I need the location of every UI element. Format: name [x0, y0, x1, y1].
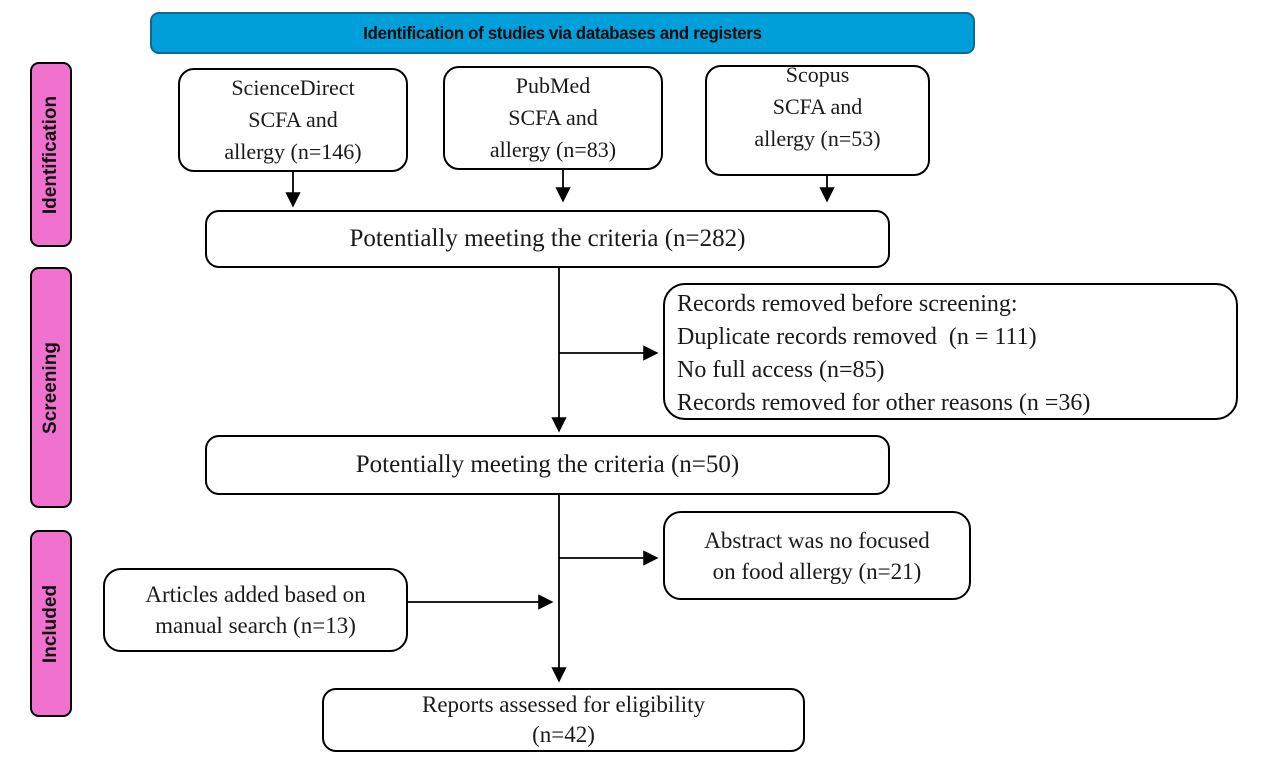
scopus-line-2: SCFA and	[772, 94, 863, 119]
stage-label-included-text: Included	[40, 584, 61, 663]
stage-label-screening-text: Screening	[40, 341, 61, 434]
box-abstract-excluded: Abstract was no focused on food allergy …	[663, 511, 971, 600]
box-source-pubmed: PubMed SCFA and allergy (n=83)	[443, 66, 663, 170]
box-manual-search: Articles added based on manual search (n…	[103, 568, 408, 652]
stage-label-screening: Screening	[30, 267, 72, 508]
criteria-initial-text: Potentially meeting the criteria (n=282)	[349, 225, 746, 252]
box-criteria-screened: Potentially meeting the criteria (n=50)	[205, 435, 890, 495]
sciencedirect-line-3: allergy (n=146)	[224, 139, 362, 164]
records-removed-line-4: Records removed for other reasons (n =36…	[677, 390, 1091, 416]
sciencedirect-line-1: ScienceDirect	[231, 75, 355, 100]
manual-search-line-2: manual search (n=13)	[155, 613, 356, 638]
records-removed-line-3: No full access (n=85)	[677, 357, 885, 383]
box-source-sciencedirect: ScienceDirect SCFA and allergy (n=146)	[178, 68, 408, 172]
scopus-text-block: Scopus SCFA and allergy (n=53)	[754, 59, 880, 155]
sciencedirect-line-2: SCFA and	[248, 107, 338, 132]
records-removed-line-2: Duplicate records removed (n = 111)	[677, 324, 1037, 350]
pubmed-line-3: allergy (n=83)	[489, 137, 617, 162]
abstract-excluded-line-2: on food allergy (n=21)	[712, 558, 922, 584]
pubmed-line-2: SCFA and	[508, 105, 598, 130]
scopus-line-1: Scopus	[785, 62, 850, 87]
stage-label-identification: Identification	[30, 62, 72, 247]
reports-assessed-line-2: (n=42)	[532, 722, 595, 747]
scopus-line-3: allergy (n=53)	[754, 126, 881, 151]
pubmed-line-1: PubMed	[515, 73, 591, 98]
criteria-screened-text: Potentially meeting the criteria (n=50)	[355, 451, 740, 478]
box-reports-assessed: Reports assessed for eligibility (n=42)	[322, 688, 805, 752]
banner-title: Identification of studies via databases …	[363, 22, 762, 43]
records-removed-line-1: Records removed before screening:	[677, 291, 1018, 317]
box-criteria-initial: Potentially meeting the criteria (n=282)	[205, 210, 890, 268]
abstract-excluded-line-1: Abstract was no focused	[704, 527, 930, 553]
stage-label-included: Included	[30, 530, 72, 717]
manual-search-line-1: Articles added based on	[145, 582, 366, 607]
box-records-removed: Records removed before screening: Duplic…	[663, 283, 1238, 420]
reports-assessed-line-1: Reports assessed for eligibility	[422, 692, 705, 717]
banner-identification-header: Identification of studies via databases …	[150, 12, 975, 54]
box-source-scopus: Scopus SCFA and allergy (n=53)	[705, 62, 930, 176]
stage-label-identification-text: Identification	[40, 95, 62, 214]
